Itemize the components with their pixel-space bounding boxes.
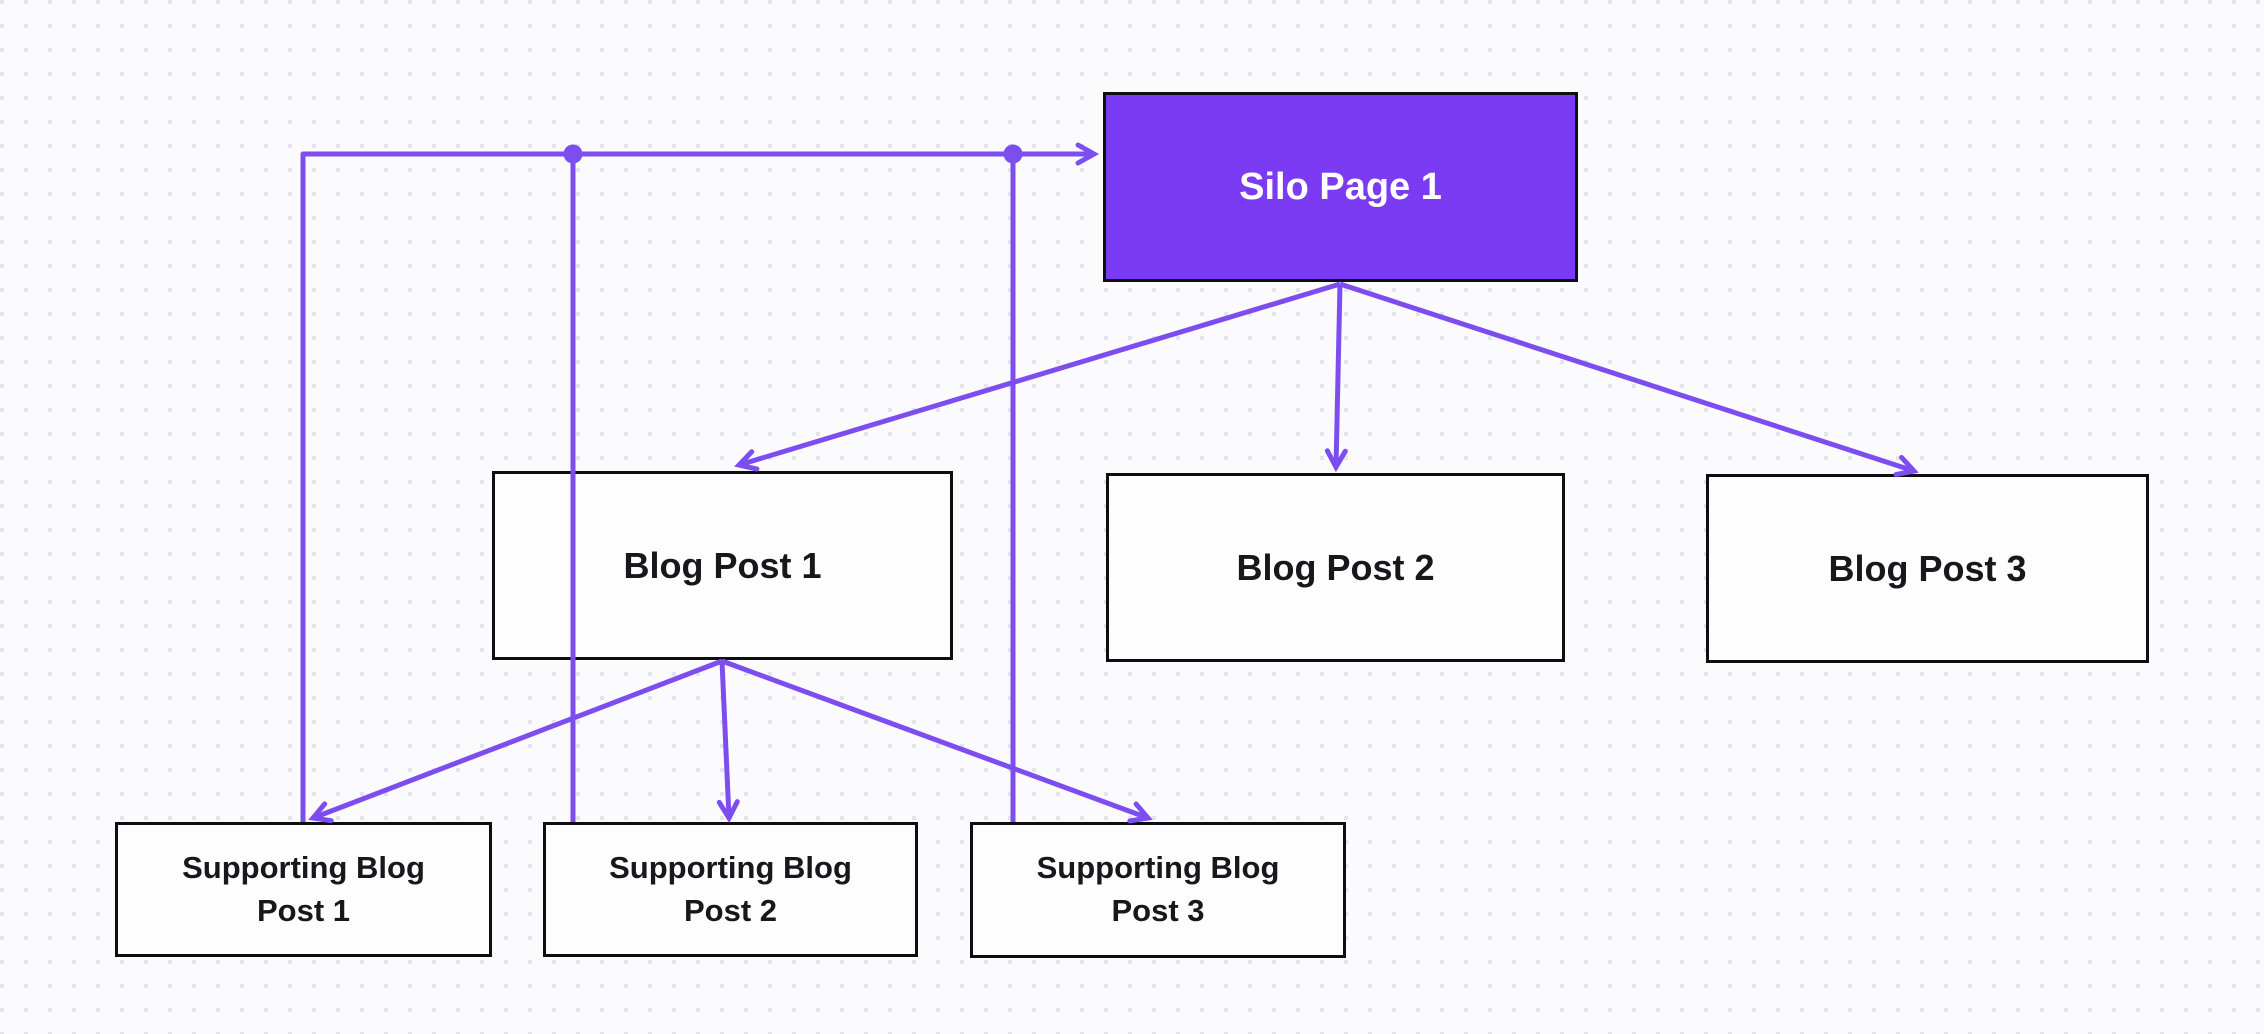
node-blog-post-3[interactable]: Blog Post 3 [1706, 474, 2149, 663]
edge-supporting-blog-post-3-to-silo[interactable] [1003, 144, 1023, 823]
node-label-supporting-blog-post-1: Supporting Blog Post 1 [182, 849, 425, 928]
junction-dot [1003, 144, 1023, 164]
node-label-blog-post-1: Blog Post 1 [623, 544, 822, 586]
edge-silo-to-blog-post-3[interactable] [1339, 281, 1919, 478]
edge-blog-post-1-to-supporting-post-3[interactable] [721, 658, 1153, 824]
junction-dot [563, 144, 583, 164]
edge-blog-post-1-to-supporting-post-2[interactable] [716, 660, 740, 824]
node-blog-post-2[interactable]: Blog Post 2 [1106, 473, 1565, 662]
edge-silo-to-blog-post-2[interactable] [1324, 283, 1348, 473]
node-label-blog-post-3: Blog Post 3 [1828, 547, 2027, 589]
node-label-blog-post-2: Blog Post 2 [1236, 546, 1435, 588]
node-supporting-blog-post-2[interactable]: Supporting Blog Post 2 [543, 822, 918, 957]
node-label-silo-page-1: Silo Page 1 [1239, 165, 1442, 208]
node-label-supporting-blog-post-3: Supporting Blog Post 3 [1036, 850, 1280, 928]
node-label-supporting-blog-post-2: Supporting Blog Post 2 [609, 849, 852, 928]
node-supporting-blog-post-3[interactable]: Supporting Blog Post 3 [970, 822, 1346, 958]
node-supporting-blog-post-1[interactable]: Supporting Blog Post 1 [115, 822, 492, 957]
edge-silo-to-blog-post-1[interactable] [734, 281, 1341, 472]
node-blog-post-1[interactable]: Blog Post 1 [492, 471, 953, 660]
node-silo-page-1[interactable]: Silo Page 1 [1103, 92, 1578, 282]
edge-blog-post-1-to-supporting-post-1[interactable] [308, 658, 723, 824]
